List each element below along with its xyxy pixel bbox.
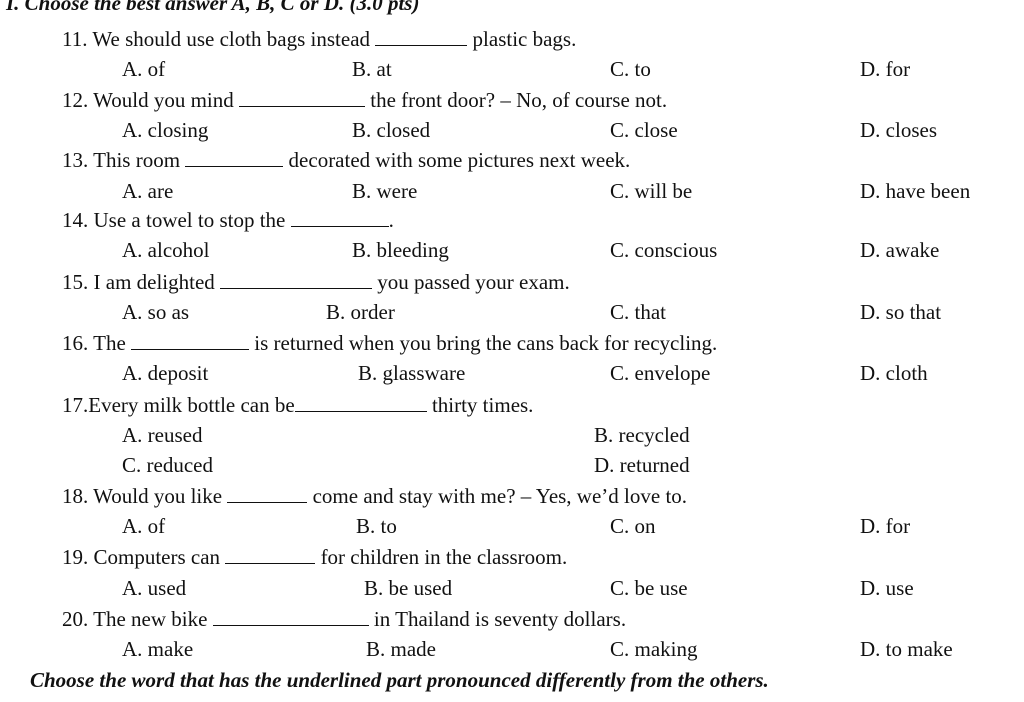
question-text-after: decorated with some pictures next week. bbox=[288, 148, 631, 172]
question-number: 18. bbox=[62, 484, 89, 508]
question-text-before: Computers can bbox=[93, 545, 221, 569]
answer-blank[interactable] bbox=[131, 331, 250, 350]
question-text-before: Use a towel to stop the bbox=[93, 208, 286, 232]
option-b[interactable]: B. at bbox=[352, 57, 392, 81]
answer-blank[interactable] bbox=[290, 208, 389, 227]
question-text-after: you passed your exam. bbox=[377, 270, 570, 294]
question-number: 17. bbox=[62, 393, 89, 417]
answer-blank[interactable] bbox=[227, 484, 308, 503]
question-17: 17.Every milk bottle can be thirty times… bbox=[62, 393, 533, 417]
option-d[interactable]: D. for bbox=[860, 57, 911, 81]
option-a[interactable]: A. reused bbox=[122, 423, 203, 447]
question-text-before: Would you like bbox=[93, 484, 223, 508]
answer-blank[interactable] bbox=[185, 148, 284, 167]
question-text-before: The new bike bbox=[93, 607, 208, 631]
question-text-after: is returned when you bring the cans back… bbox=[254, 331, 718, 355]
option-a[interactable]: A. used bbox=[122, 576, 187, 600]
option-d[interactable]: D. have been bbox=[860, 179, 971, 203]
question-16: 16. The is returned when you bring the c… bbox=[62, 331, 717, 355]
question-number: 14. bbox=[62, 208, 89, 232]
option-c[interactable]: C. reduced bbox=[122, 453, 213, 477]
option-b[interactable]: B. to bbox=[356, 514, 397, 538]
answer-blank[interactable] bbox=[220, 270, 373, 289]
option-d[interactable]: D. cloth bbox=[860, 361, 928, 385]
option-b[interactable]: B. closed bbox=[352, 118, 431, 142]
option-a[interactable]: A. deposit bbox=[122, 361, 209, 385]
question-number: 13. bbox=[62, 148, 89, 172]
option-d[interactable]: D. returned bbox=[594, 453, 690, 477]
option-b[interactable]: B. glassware bbox=[358, 361, 466, 385]
option-a[interactable]: A. so as bbox=[122, 300, 190, 324]
option-a[interactable]: A. make bbox=[122, 637, 194, 661]
question-number: 12. bbox=[62, 88, 89, 112]
question-text-after: . bbox=[388, 208, 394, 232]
section-heading: I. Choose the best answer A, B, C or D. … bbox=[6, 0, 420, 15]
question-19: 19. Computers can for children in the cl… bbox=[62, 545, 567, 569]
option-a[interactable]: A. of bbox=[122, 57, 166, 81]
question-14: 14. Use a towel to stop the . bbox=[62, 208, 394, 232]
question-text-before: I am delighted bbox=[93, 270, 215, 294]
question-number: 11. bbox=[62, 27, 88, 51]
option-a[interactable]: A. alcohol bbox=[122, 238, 210, 262]
option-d[interactable]: D. closes bbox=[860, 118, 937, 142]
option-b[interactable]: B. bleeding bbox=[352, 238, 449, 262]
option-d[interactable]: D. to make bbox=[860, 637, 953, 661]
option-c[interactable]: C. will be bbox=[610, 179, 693, 203]
option-c[interactable]: C. on bbox=[610, 514, 656, 538]
option-c[interactable]: C. envelope bbox=[610, 361, 711, 385]
option-a[interactable]: A. are bbox=[122, 179, 174, 203]
question-text-after: the front door? – No, of course not. bbox=[370, 88, 668, 112]
option-b[interactable]: B. were bbox=[352, 179, 418, 203]
option-c[interactable]: C. to bbox=[610, 57, 651, 81]
option-d[interactable]: D. use bbox=[860, 576, 914, 600]
question-number: 19. bbox=[62, 545, 89, 569]
option-b[interactable]: B. recycled bbox=[594, 423, 690, 447]
question-text-before: This room bbox=[93, 148, 181, 172]
option-c[interactable]: C. be use bbox=[610, 576, 688, 600]
question-text-before: Every milk bottle can be bbox=[88, 393, 295, 417]
question-text-before: The bbox=[93, 331, 126, 355]
answer-blank[interactable] bbox=[375, 27, 468, 46]
option-b[interactable]: B. made bbox=[366, 637, 436, 661]
question-11: 11. We should use cloth bags instead pla… bbox=[62, 27, 576, 51]
question-15: 15. I am delighted you passed your exam. bbox=[62, 270, 570, 294]
option-c[interactable]: C. conscious bbox=[610, 238, 718, 262]
question-text-after: plastic bags. bbox=[472, 27, 577, 51]
answer-blank[interactable] bbox=[212, 607, 369, 626]
question-18: 18. Would you like come and stay with me… bbox=[62, 484, 687, 508]
question-number: 15. bbox=[62, 270, 89, 294]
answer-blank[interactable] bbox=[239, 88, 366, 107]
question-text-after: come and stay with me? – Yes, we’d love … bbox=[312, 484, 688, 508]
option-c[interactable]: C. close bbox=[610, 118, 678, 142]
option-c[interactable]: C. that bbox=[610, 300, 666, 324]
option-c[interactable]: C. making bbox=[610, 637, 698, 661]
question-text-after: for children in the classroom. bbox=[320, 545, 568, 569]
answer-blank[interactable] bbox=[294, 393, 427, 412]
question-text-before: Would you mind bbox=[93, 88, 234, 112]
answer-blank[interactable] bbox=[225, 545, 316, 564]
option-d[interactable]: D. awake bbox=[860, 238, 940, 262]
question-text-after: thirty times. bbox=[431, 393, 534, 417]
question-text-after: in Thailand is seventy dollars. bbox=[373, 607, 627, 631]
question-12: 12. Would you mind the front door? – No,… bbox=[62, 88, 667, 112]
option-d[interactable]: D. for bbox=[860, 514, 911, 538]
option-b[interactable]: B. order bbox=[326, 300, 395, 324]
next-section-heading: Choose the word that has the underlined … bbox=[30, 668, 769, 692]
question-text-before: We should use cloth bags instead bbox=[92, 27, 371, 51]
question-20: 20. The new bike in Thailand is seventy … bbox=[62, 607, 626, 631]
option-a[interactable]: A. closing bbox=[122, 118, 209, 142]
question-number: 16. bbox=[62, 331, 89, 355]
question-13: 13. This room decorated with some pictur… bbox=[62, 148, 630, 172]
option-d[interactable]: D. so that bbox=[860, 300, 942, 324]
question-number: 20. bbox=[62, 607, 89, 631]
option-b[interactable]: B. be used bbox=[364, 576, 453, 600]
option-a[interactable]: A. of bbox=[122, 514, 166, 538]
